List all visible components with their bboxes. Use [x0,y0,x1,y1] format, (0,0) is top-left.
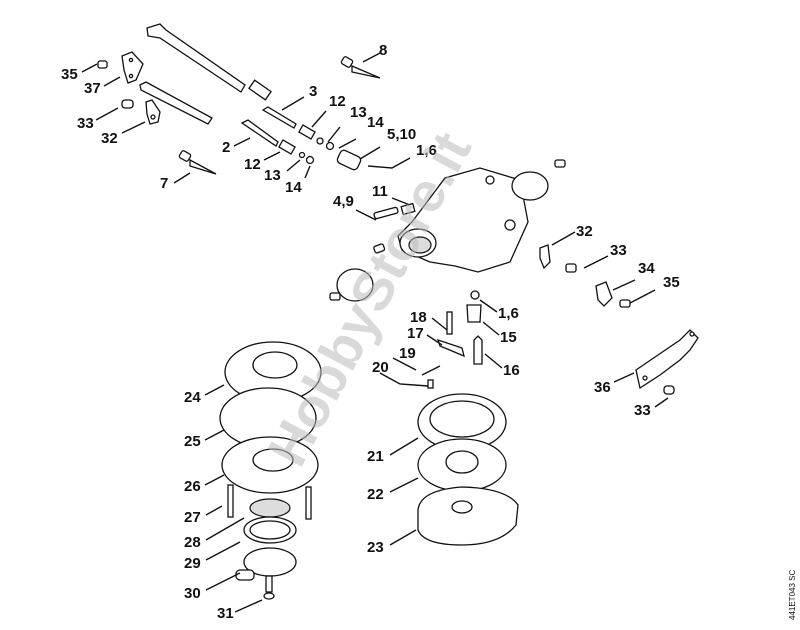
needle-16 [473,335,483,365]
label-16: 16 [503,362,520,379]
screw-31 [263,575,275,600]
screw-7 [178,150,217,175]
needle-3 [261,106,297,129]
label-2: 2 [222,139,230,156]
lever-32-right [539,244,551,270]
screw-33-top [121,99,134,109]
springs-12 [278,124,316,155]
lever-34 [595,281,613,307]
screws-27 [227,484,312,520]
label-4-9: 4,9 [333,193,354,210]
label-13: 13 [350,104,367,121]
label-8: 8 [379,42,387,59]
drawing-code: 441ET043 SC [788,570,797,620]
throttle-plate [511,159,566,201]
label-1-6: 1,6 [416,142,437,159]
label-12: 12 [329,93,346,110]
lever-17 [436,338,465,358]
strainer-28 [249,498,291,518]
label-14: 14 [367,114,384,131]
gasket-21 [417,393,507,451]
label-5-10: 5,10 [387,126,416,143]
label-36: 36 [594,379,611,396]
metering-cover-23 [417,486,519,546]
screw-8 [340,56,381,79]
label-11: 11 [372,183,388,200]
leader-lines [81,52,669,613]
needle-2 [240,119,279,147]
label-31: 31 [217,605,234,622]
label-23: 23 [367,539,384,556]
screw-33-right [565,263,577,273]
throttle-shaft [146,23,272,101]
washers-13-14 [298,137,335,165]
screw-20 [427,379,434,389]
label-33: 33 [77,115,94,132]
label-37: 37 [84,80,101,97]
pin-19 [421,365,441,376]
carburetor-body [397,167,529,273]
label-29: 29 [184,555,201,572]
label-12: 12 [244,156,261,173]
label-20: 20 [372,359,389,376]
label-18: 18 [410,309,427,326]
lever-part-37 [121,51,144,84]
label-17: 17 [407,325,424,342]
lever-32-top [145,99,161,125]
label-14: 14 [285,179,302,196]
screw-35-top [97,60,108,69]
label-35: 35 [61,66,78,83]
screw-4-9 [373,202,416,220]
spring-18 [446,311,453,335]
label-7: 7 [160,175,168,192]
screw-33-bottom [663,385,675,395]
label-3: 3 [309,83,317,100]
label-33: 33 [634,402,651,419]
label-24: 24 [184,389,201,406]
label-21: 21 [367,448,384,465]
pump-cover-26 [221,436,319,494]
gasket-29 [243,516,297,544]
label-15: 15 [500,329,517,346]
label-35: 35 [663,274,680,291]
seat-15 [466,290,482,323]
screw-35-right [619,299,631,308]
gasket-24 [224,341,322,403]
cover-30 [235,547,297,581]
label-22: 22 [367,486,384,503]
label-25: 25 [184,433,201,450]
label-28: 28 [184,534,201,551]
label-32: 32 [101,130,118,147]
label-1-6: 1,6 [498,305,519,322]
label-26: 26 [184,478,201,495]
choke-shaft [139,81,213,125]
label-33: 33 [610,242,627,259]
label-13: 13 [264,167,281,184]
label-34: 34 [638,260,655,277]
diaphragm-22 [417,438,507,492]
label-19: 19 [399,345,416,362]
label-27: 27 [184,509,201,526]
label-30: 30 [184,585,201,602]
choke-plate [329,243,386,302]
plug-5-10 [336,149,362,171]
label-32: 32 [576,223,593,240]
bracket-36 [635,329,699,390]
